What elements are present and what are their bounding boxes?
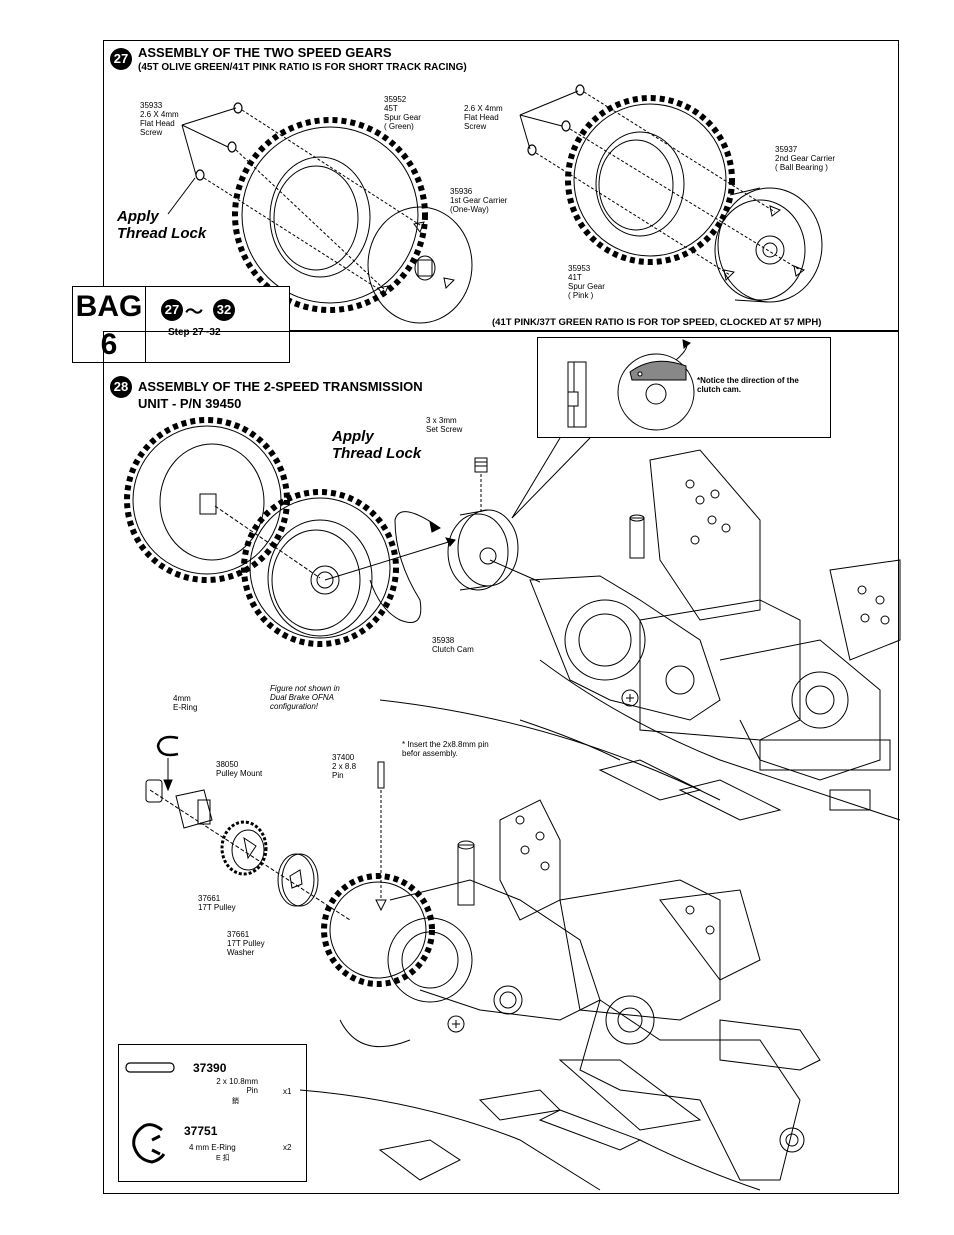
parts-box-item-1-number: 37390 [193, 1061, 227, 1075]
bag-label: BAG [75, 290, 143, 323]
callout-note: *Notice the direction of the clutch cam. [697, 376, 799, 394]
parts-box-item-1-sub: 銷 [232, 1098, 239, 1105]
step28-title-line2: UNIT - P/N 39450 [138, 396, 242, 411]
step27-title: ASSEMBLY OF THE TWO SPEED GEARS [138, 45, 392, 60]
bag-box [72, 286, 290, 363]
parts-box-item-2-sub: E 扣 [216, 1155, 230, 1162]
label-gear-carrier-35937: 35937 2nd Gear Carrier ( Ball Bearing ) [775, 145, 836, 172]
apply-thread-lock-28: Apply Thread Lock [332, 428, 422, 462]
bag-range-end: 32 [213, 299, 235, 321]
parts-box-item-1-qty: x1 [283, 1087, 292, 1096]
bag-number: 6 [100, 328, 118, 361]
bag-range-tilde: ～ [185, 302, 203, 322]
label-pulley-washer-37661: 37661 17T Pulley Washer [227, 930, 265, 957]
label-gear-carrier-35936: 35936 1st Gear Carrier (One-Way) [450, 187, 508, 214]
label-pulley-37661: 37661 17T Pulley [198, 894, 236, 912]
parts-box-item-1-desc: 2 x 10.8mm Pin [216, 1077, 258, 1095]
step27-panel [103, 40, 899, 331]
step28-title-line1: ASSEMBLY OF THE 2-SPEED TRANSMISSION [138, 379, 423, 394]
apply-thread-lock-27: Apply Thread Lock [117, 208, 207, 242]
label-screw-35933: 35933 2.6 X 4mm Flat Head Screw [140, 101, 179, 137]
label-clutch-cam-35938: 35938 Clutch Cam [432, 636, 474, 654]
bag-label-box [72, 286, 146, 363]
label-set-screw: 3 x 3mm Set Screw [426, 416, 463, 434]
bag-range-start: 27 [161, 299, 183, 321]
label-e-ring: 4mm E-Ring [173, 694, 198, 712]
step27-subtitle: (45T OLIVE GREEN/41T PINK RATIO IS FOR S… [138, 62, 467, 73]
parts-box-item-2-number: 37751 [184, 1124, 218, 1138]
bag-step-range: Step 27~32 [168, 327, 221, 338]
step27-footer-note: (41T PINK/37T GREEN RATIO IS FOR TOP SPE… [492, 317, 822, 328]
label-spur-gear-35953: 35953 41T Spur Gear ( Pink ) [568, 264, 605, 300]
pin-note: * Insert the 2x8.8mm pin befor assembly. [402, 740, 489, 758]
label-spur-gear-35952: 35952 45T Spur Gear ( Green) [384, 95, 421, 131]
step28-number: 28 [110, 376, 132, 398]
figure-note: Figure not shown in Dual Brake OFNA conf… [270, 684, 340, 711]
parts-box-item-2-desc: 4 mm E-Ring [189, 1143, 236, 1152]
clutch-cam-callout [537, 337, 831, 438]
label-pin-37400: 37400 2 x 8.8 Pin [332, 753, 357, 780]
parts-box [118, 1044, 307, 1182]
parts-box-item-2-qty: x2 [283, 1143, 292, 1152]
label-screw-right: 2.6 X 4mm Flat Head Screw [464, 104, 503, 131]
step27-number: 27 [110, 48, 132, 70]
label-pulley-mount-38050: 38050 Pulley Mount [216, 760, 263, 778]
